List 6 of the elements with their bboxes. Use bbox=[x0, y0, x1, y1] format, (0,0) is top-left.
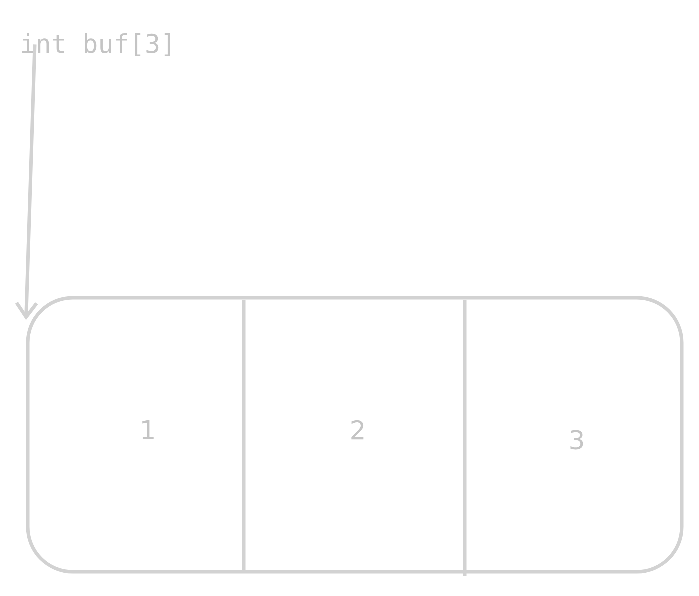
array-cell: 3 bbox=[570, 430, 584, 450]
array-cell: 2 bbox=[352, 420, 364, 440]
variable-label: int buf[3] bbox=[22, 33, 170, 57]
arrow bbox=[15, 44, 38, 320]
array-box bbox=[26, 296, 684, 574]
array-cell: 1 bbox=[142, 420, 154, 440]
